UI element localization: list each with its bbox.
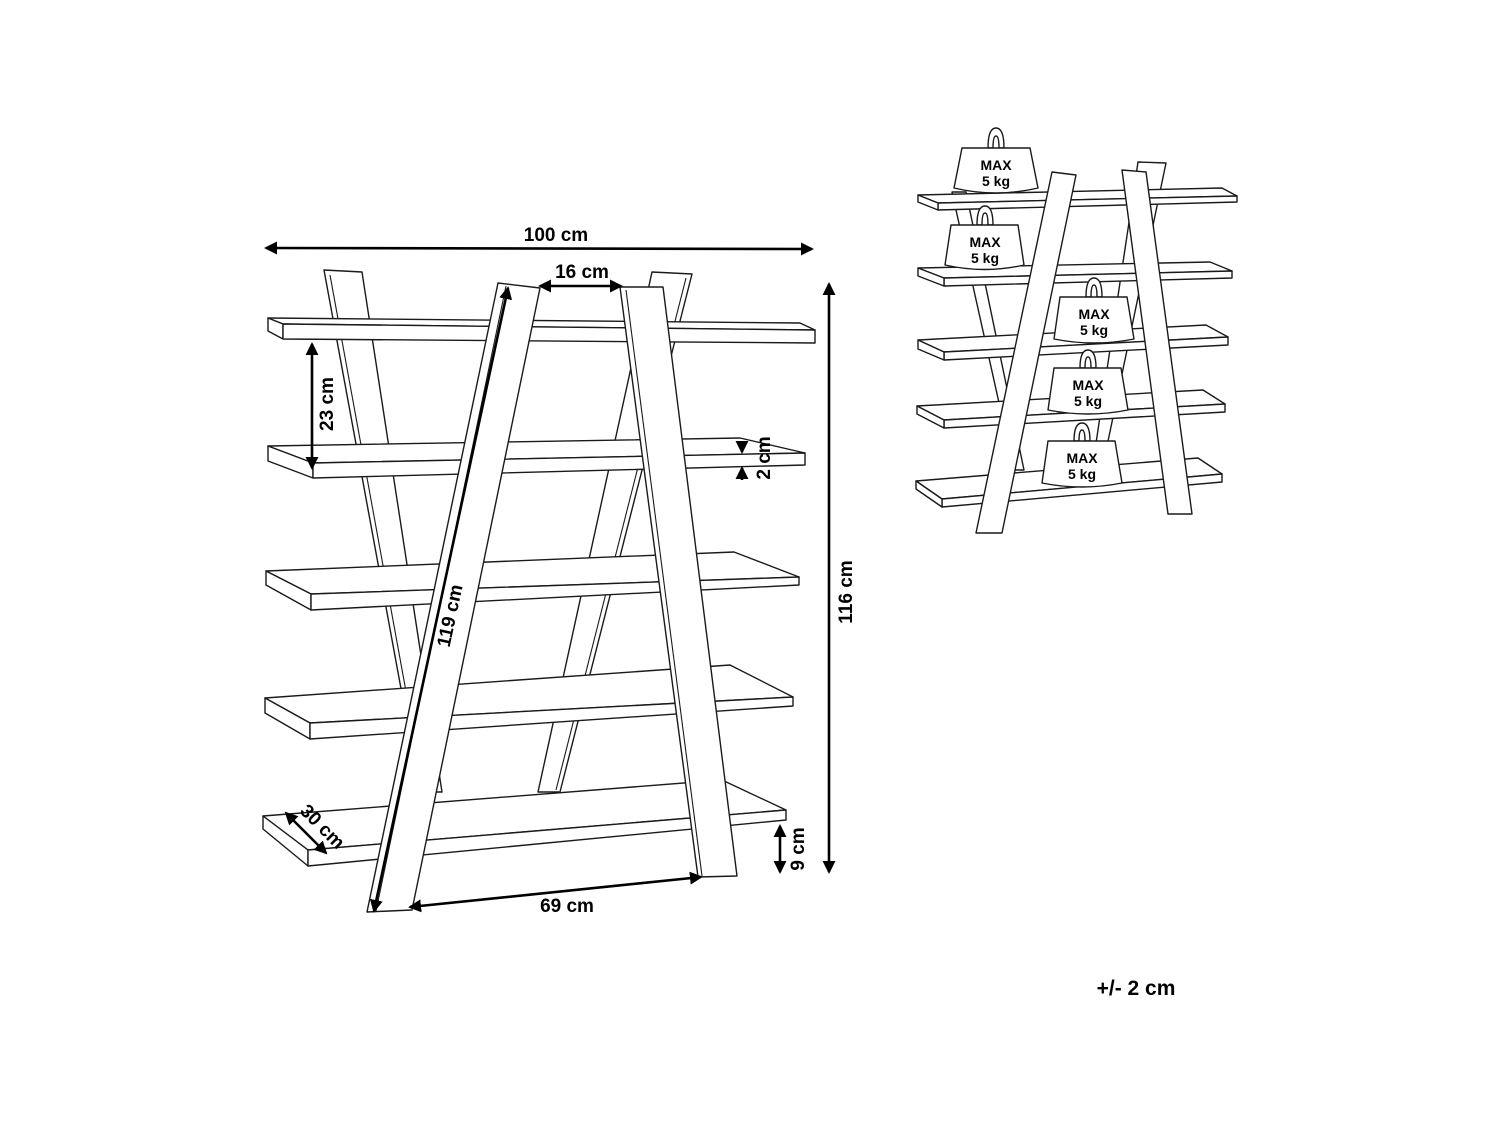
weight-4-kg: 5 kg bbox=[1074, 393, 1102, 409]
weight-5-kg: 5 kg bbox=[1068, 466, 1096, 482]
load-capacity-diagram: MAX 5 kg MAX 5 kg MAX 5 kg MAX 5 kg MAX … bbox=[915, 127, 1238, 534]
weight-1-max: MAX bbox=[980, 157, 1012, 173]
weight-4: MAX 5 kg bbox=[1047, 349, 1129, 415]
weight-3-kg: 5 kg bbox=[1080, 322, 1108, 338]
mini-front-leg-right bbox=[1121, 169, 1193, 515]
shelf-2 bbox=[267, 437, 806, 479]
width-arrow bbox=[264, 241, 814, 256]
tolerance-note: +/- 2 cm bbox=[1097, 977, 1176, 1000]
dimension-lines bbox=[264, 241, 836, 913]
weight-5-max: MAX bbox=[1066, 450, 1098, 466]
weight-2: MAX 5 kg bbox=[944, 205, 1025, 271]
top-gap-label: 16 cm bbox=[555, 262, 609, 283]
weight-5: MAX 5 kg bbox=[1041, 422, 1123, 488]
depth-arrow bbox=[284, 811, 328, 855]
weight-3: MAX 5 kg bbox=[1053, 277, 1135, 344]
thickness-label: 2 cm bbox=[754, 436, 775, 479]
leg-length-arrow bbox=[369, 286, 513, 913]
base-width-label: 69 cm bbox=[540, 896, 594, 917]
shelf-1 bbox=[267, 317, 816, 344]
height-label: 116 cm bbox=[836, 560, 857, 623]
weight-1-kg: 5 kg bbox=[982, 173, 1010, 189]
shelf-3 bbox=[265, 551, 800, 611]
base-width-arrow bbox=[408, 871, 703, 913]
main-shelf-drawing bbox=[262, 269, 816, 913]
clearance-label: 9 cm bbox=[788, 827, 809, 870]
width-label: 100 cm bbox=[524, 225, 588, 246]
weight-2-kg: 5 kg bbox=[971, 250, 999, 266]
shelf-spacing-label: 23 cm bbox=[317, 377, 338, 431]
weight-4-max: MAX bbox=[1072, 377, 1104, 393]
front-leg-right bbox=[619, 286, 738, 878]
weight-1: MAX 5 kg bbox=[953, 127, 1039, 194]
mini-front-leg-left bbox=[975, 171, 1077, 534]
weight-2-max: MAX bbox=[969, 234, 1001, 250]
weight-3-max: MAX bbox=[1078, 306, 1110, 322]
